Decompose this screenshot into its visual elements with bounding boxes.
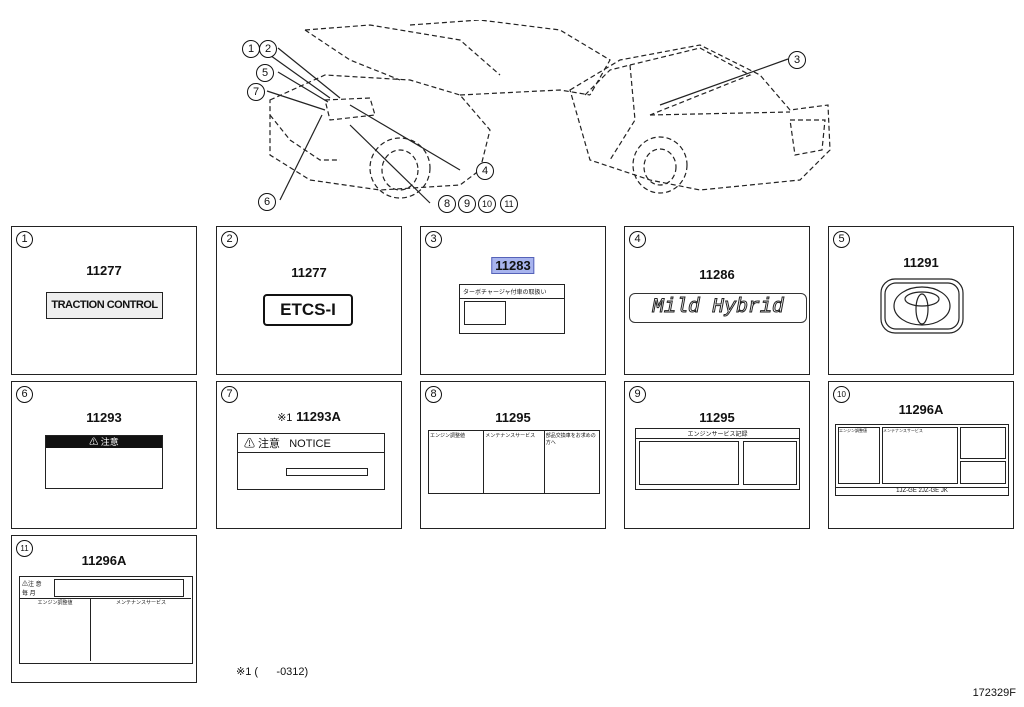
panel-number: 9 <box>629 386 646 403</box>
part-number-row: ※1 11293A <box>217 409 401 424</box>
maintenance-label: ⚠注 意 毎 月 エンジン調整値 メンテナンスサービス <box>19 576 193 664</box>
rear-car-illustration <box>569 44 831 194</box>
part-number[interactable]: 11293 <box>86 410 122 425</box>
engine-spec-label: エンジン調整値 メンテナンスサービス 1JZ-GE 2JZ-GE JK <box>835 424 1009 496</box>
service-col-3: 部品交換車をお求めの方へ <box>545 433 596 446</box>
engine-diagram-icon <box>960 427 1006 459</box>
part-number[interactable]: 11291 <box>903 255 939 270</box>
footnote-mark: ※1 <box>277 412 293 424</box>
service-col-2: メンテナンスサービス <box>484 431 545 493</box>
turbo-label: ターボチャージャ付車の取扱い <box>459 284 565 334</box>
part-number[interactable]: 11293A <box>296 409 341 424</box>
panel-number: 2 <box>221 231 238 248</box>
engine-spec-col-1: エンジン調整値 <box>838 427 880 484</box>
panel-number: 7 <box>221 386 238 403</box>
engine-service-header: エンジンサービス記録 <box>636 429 799 439</box>
footnote: ※1 ( -0312) <box>236 665 308 678</box>
callout-4[interactable]: 4 <box>476 162 494 180</box>
maintenance-box-top <box>54 579 184 597</box>
toyota-emblem-icon <box>880 278 964 334</box>
maintenance-col-1: エンジン調整値 <box>20 598 91 661</box>
panel-number: 4 <box>629 231 646 248</box>
panel-4[interactable]: 4 11286 Mild Hybrid <box>624 226 810 375</box>
panel-7[interactable]: 7 ※1 11293A ⚠ 注意 NOTICE <box>216 381 402 529</box>
part-number[interactable]: 11295 <box>699 410 735 425</box>
engine-service-box-2 <box>743 441 797 485</box>
panel-9[interactable]: 9 11295 エンジンサービス記録 <box>624 381 810 529</box>
callout-5[interactable]: 5 <box>256 64 274 82</box>
traction-control-label: TRACTION CONTROL <box>46 292 163 319</box>
maintenance-col-2: メンテナンスサービス <box>91 598 191 661</box>
engine-spec-footer: 1JZ-GE 2JZ-GE JK <box>836 487 1008 494</box>
part-number[interactable]: 11296A <box>81 553 127 568</box>
panel-2[interactable]: 2 11277 ETCS-I <box>216 226 402 375</box>
callout-6[interactable]: 6 <box>258 193 276 211</box>
car-diagram <box>259 20 831 204</box>
panel-number: 11 <box>16 540 33 557</box>
part-number[interactable]: 11296A <box>898 402 944 417</box>
callout-9[interactable]: 9 <box>458 195 476 213</box>
caution-label-header: ⚠ 注意 <box>46 436 162 448</box>
maintenance-row-1: ⚠注 意 <box>22 582 42 588</box>
panel-number: 5 <box>833 231 850 248</box>
callout-10[interactable]: 10 <box>478 195 496 213</box>
panel-number: 1 <box>16 231 33 248</box>
engine-spec-col-2: メンテナンスサービス <box>882 427 958 484</box>
service-label: エンジン調整値 メンテナンスサービス 部品交換車をお求めの方へ <box>428 430 600 494</box>
etcs-label: ETCS-I <box>263 294 353 326</box>
callout-2[interactable]: 2 <box>259 40 277 58</box>
callout-11[interactable]: 11 <box>500 195 518 213</box>
front-car-illustration <box>269 20 611 199</box>
notice-label: ⚠ 注意 NOTICE <box>237 433 385 490</box>
engine-service-box-1 <box>639 441 739 485</box>
callout-1[interactable]: 1 <box>242 40 260 58</box>
part-number[interactable]: 11277 <box>86 263 122 278</box>
panel-number: 10 <box>833 386 850 403</box>
part-number[interactable]: 11295 <box>495 410 531 425</box>
panel-number: 6 <box>16 386 33 403</box>
footnote-text: ( -0312) <box>254 666 309 678</box>
callout-7[interactable]: 7 <box>247 83 265 101</box>
panel-1[interactable]: 1 11277 TRACTION CONTROL <box>11 226 197 375</box>
notice-label-header: ⚠ 注意 NOTICE <box>238 434 384 453</box>
footnote-mark: ※1 <box>236 666 252 678</box>
part-number[interactable]: 11277 <box>291 265 327 280</box>
callout-8[interactable]: 8 <box>438 195 456 213</box>
callout-3[interactable]: 3 <box>788 51 806 69</box>
notice-label-line <box>286 468 368 476</box>
turbo-label-box <box>464 301 506 325</box>
panel-11[interactable]: 11 11296A ⚠注 意 毎 月 エンジン調整値 メンテナンスサービス <box>11 535 197 683</box>
leader-lines <box>259 47 789 204</box>
panel-6[interactable]: 6 11293 ⚠ 注意 <box>11 381 197 529</box>
panel-5[interactable]: 5 11291 <box>828 226 1014 375</box>
mild-hybrid-label: Mild Hybrid <box>629 293 807 323</box>
engine-service-label: エンジンサービス記録 <box>635 428 800 490</box>
caution-label: ⚠ 注意 <box>45 435 163 489</box>
diagram-code: 172329F <box>972 687 1016 699</box>
maintenance-row-2: 毎 月 <box>22 591 36 597</box>
panel-number: 8 <box>425 386 442 403</box>
panel-3[interactable]: 3 11283 ターボチャージャ付車の取扱い <box>420 226 606 375</box>
part-number-highlighted[interactable]: 11283 <box>491 257 535 274</box>
panel-10[interactable]: 10 11296A エンジン調整値 メンテナンスサービス 1JZ-GE 2JZ-… <box>828 381 1014 529</box>
panel-8[interactable]: 8 11295 エンジン調整値 メンテナンスサービス 部品交換車をお求めの方へ <box>420 381 606 529</box>
panel-number: 3 <box>425 231 442 248</box>
service-col-1: エンジン調整値 <box>429 431 485 493</box>
turbo-label-title: ターボチャージャ付車の取扱い <box>460 285 564 299</box>
warning-symbols-icon <box>960 461 1006 484</box>
part-number[interactable]: 11286 <box>699 267 735 282</box>
